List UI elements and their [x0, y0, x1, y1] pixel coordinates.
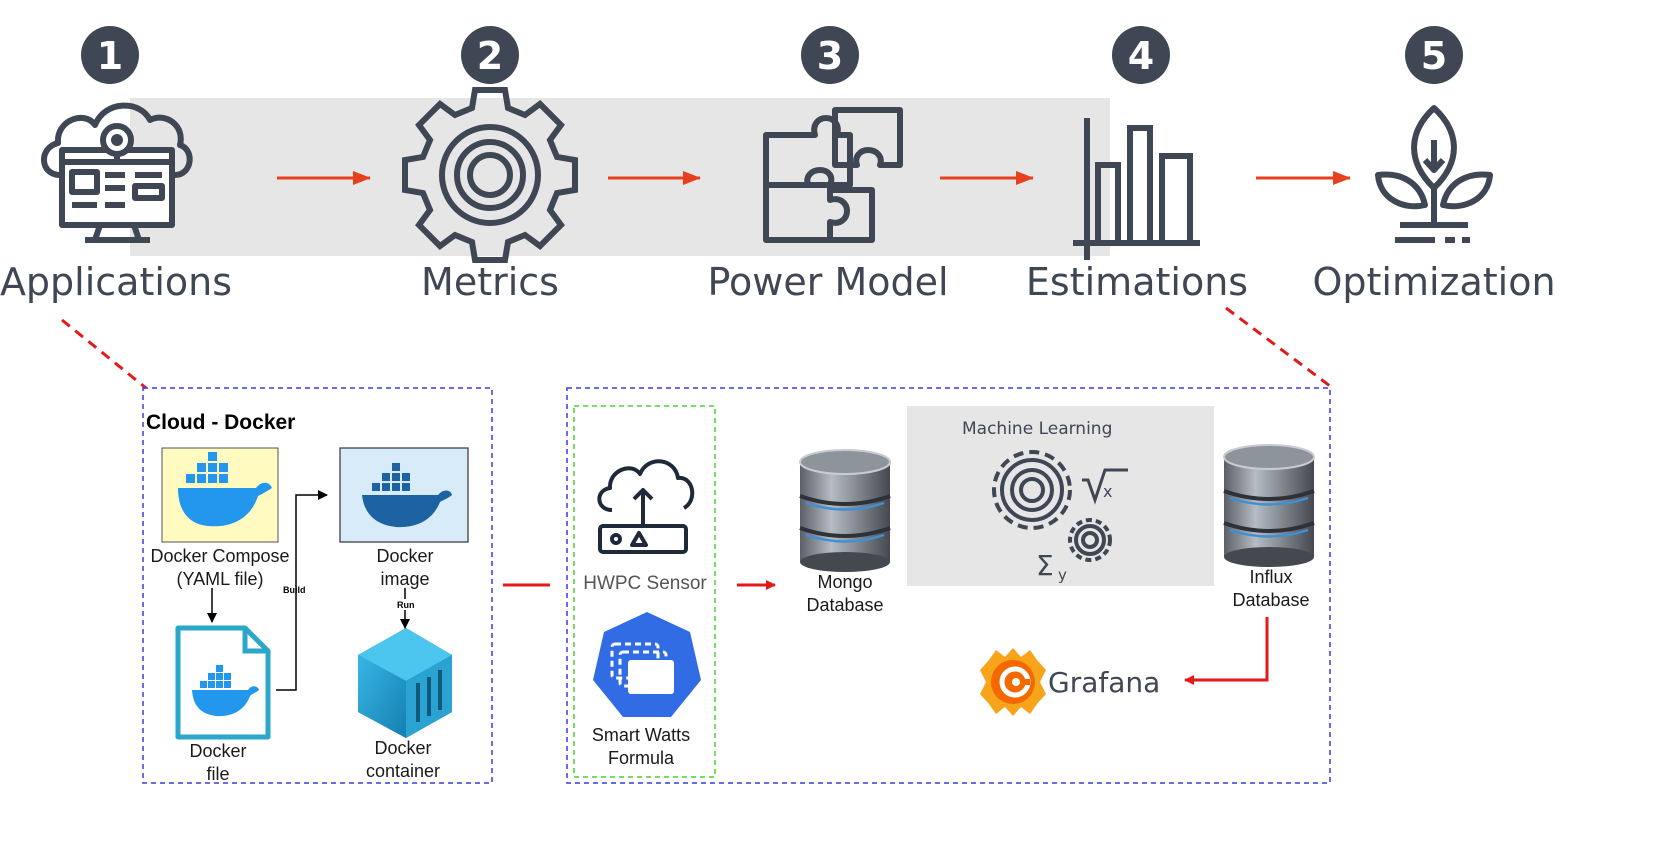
step-number-1: 1 [81, 26, 139, 84]
svg-text:4: 4 [1128, 34, 1154, 78]
docker-image-icon [339, 447, 469, 543]
mongo-database-label: Mongo Database [806, 572, 884, 615]
svg-text:3: 3 [817, 34, 843, 78]
step-label-estimations: Estimations [1025, 260, 1249, 304]
docker-panel-border [142, 387, 493, 784]
docker-image-label: Docker image [376, 546, 434, 589]
mongo-database-icon [799, 449, 891, 572]
step-label-power-model: Power Model [707, 260, 949, 304]
step-label-optimization: Optimization [1312, 260, 1556, 304]
step-label-metrics: Metrics [421, 260, 559, 304]
step-number-3: 3 [801, 26, 859, 84]
svg-text:1: 1 [97, 34, 123, 78]
grafana-label: Grafana [1048, 666, 1160, 699]
estimations-icon [1073, 118, 1200, 260]
svg-text:2: 2 [477, 34, 503, 78]
influx-to-grafana-arrow [1184, 617, 1269, 685]
applications-icon [41, 102, 193, 243]
influx-database-icon [1223, 444, 1315, 567]
hwpc-sensor-label: HWPC Sensor [583, 573, 707, 594]
zoom-line-right [1225, 306, 1331, 388]
sqrt-x-symbol: x [1103, 482, 1112, 501]
zoom-line-left [61, 318, 147, 390]
ml-gear-icon [992, 450, 1128, 562]
step-number-2: 2 [461, 26, 519, 84]
sigma-symbol: Σ [1036, 549, 1054, 582]
docker-container-icon [358, 628, 452, 738]
docker-file-icon [175, 625, 271, 740]
docker-compose-icon [161, 447, 279, 543]
step-label-applications: Applications [0, 260, 233, 304]
docker-compose-label: Docker Compose (YAML file) [150, 546, 290, 589]
metrics-icon [402, 87, 578, 263]
docker-panel-title: Cloud - Docker [146, 411, 296, 434]
smart-watts-formula-label: Smart Watts Formula [591, 725, 691, 768]
step-number-4: 4 [1112, 26, 1170, 84]
powerapi-panel-border [566, 387, 1331, 784]
docker-file-label: Docker file [189, 741, 247, 784]
hwpc-sensor-icon [597, 459, 695, 554]
optimization-icon [1375, 105, 1493, 243]
svg-text:5: 5 [1421, 34, 1447, 78]
build-connector [276, 490, 328, 691]
grafana-logo-icon [980, 648, 1046, 716]
powerapi-inner-border [573, 405, 716, 778]
influx-database-label: Influx Database [1232, 567, 1310, 610]
step-number-5: 5 [1405, 26, 1463, 84]
power-model-icon [763, 107, 903, 243]
sigma-subscript: y [1058, 566, 1067, 584]
docker-container-label: Docker container [365, 738, 441, 781]
ml-label: Machine Learning [962, 419, 1112, 439]
smart-watts-formula-icon [593, 612, 701, 717]
build-label: Build [283, 585, 306, 595]
run-label: Run [397, 600, 415, 610]
